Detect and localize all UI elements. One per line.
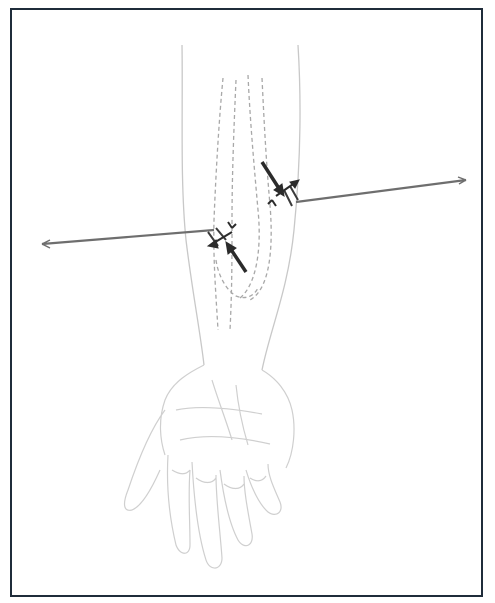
finger-index bbox=[167, 455, 190, 553]
palm-creases bbox=[176, 380, 270, 445]
distal-bone-outline bbox=[216, 260, 258, 298]
dashed-bone-outline bbox=[214, 75, 271, 330]
forearm-right-edge bbox=[262, 45, 300, 370]
forearm-outline bbox=[182, 45, 300, 370]
direction-arrow bbox=[208, 162, 299, 272]
wire-left bbox=[42, 230, 214, 244]
radius-left-edge bbox=[214, 78, 223, 330]
ulna-right-edge bbox=[250, 78, 271, 300]
palm-outline bbox=[160, 365, 294, 468]
arrow-upper-right bbox=[262, 162, 280, 190]
arrow-lower-left bbox=[230, 248, 246, 272]
thumb-outline bbox=[125, 410, 165, 510]
arrow-side-lower-head bbox=[208, 240, 218, 248]
arrow-side-upper-back bbox=[268, 200, 276, 206]
needle-wire bbox=[42, 177, 466, 248]
forearm-left-edge bbox=[182, 45, 204, 365]
finger-little bbox=[246, 464, 281, 514]
wire-right bbox=[296, 180, 466, 202]
hand-outline bbox=[125, 365, 294, 568]
finger-ring bbox=[220, 470, 252, 546]
